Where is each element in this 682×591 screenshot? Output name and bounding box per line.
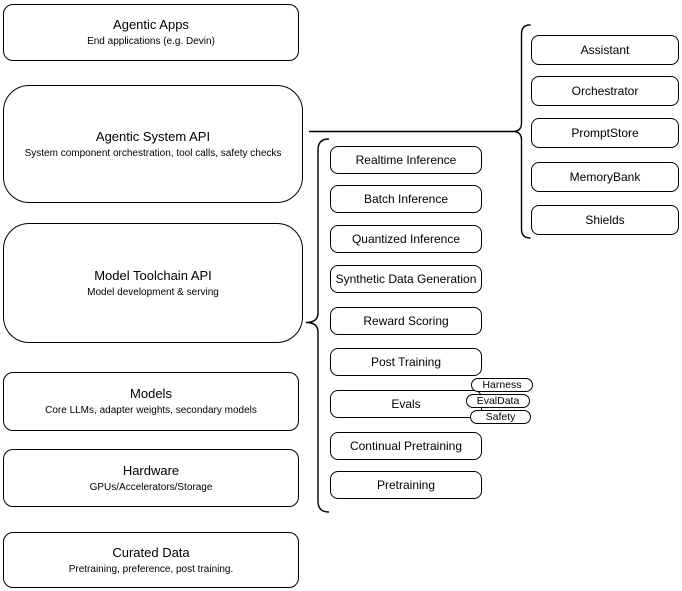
- tag-evaldata: EvalData: [466, 394, 530, 408]
- node-memorybank: MemoryBank: [531, 162, 679, 192]
- node-label: Shields: [585, 213, 625, 227]
- node-reward-scoring: Reward Scoring: [330, 307, 482, 335]
- node-label: Assistant: [580, 43, 630, 57]
- node-models: Models Core LLMs, adapter weights, secon…: [3, 372, 299, 431]
- node-label: Continual Pretraining: [349, 439, 463, 453]
- node-label: Orchestrator: [571, 84, 639, 98]
- node-subtitle: End applications (e.g. Devin): [87, 36, 215, 47]
- node-post-training: Post Training: [330, 348, 482, 376]
- brace-system-group: [512, 24, 531, 239]
- node-subtitle: GPUs/Accelerators/Storage: [89, 481, 213, 493]
- node-agentic-apps: Agentic Apps End applications (e.g. Devi…: [3, 4, 299, 61]
- node-title: Hardware: [122, 462, 180, 478]
- brace-toolchain-group: [305, 138, 330, 513]
- node-evals: Evals: [330, 390, 482, 418]
- node-agentic-system-api: Agentic System API System component orch…: [3, 85, 303, 203]
- node-continual-pretraining: Continual Pretraining: [330, 432, 482, 460]
- node-label: MemoryBank: [569, 170, 641, 184]
- tag-safety: Safety: [470, 410, 531, 424]
- node-title: Agentic Apps: [113, 17, 189, 32]
- node-label: Synthetic Data Generation: [335, 272, 477, 286]
- tag-harness: Harness: [471, 378, 533, 392]
- node-pretraining: Pretraining: [330, 471, 482, 499]
- node-shields: Shields: [531, 205, 679, 235]
- node-promptstore: PromptStore: [531, 118, 679, 148]
- node-label: Post Training: [370, 355, 442, 369]
- node-orchestrator: Orchestrator: [531, 76, 679, 106]
- tag-label: Harness: [482, 379, 522, 391]
- node-title: Models: [130, 386, 172, 401]
- node-quantized-inference: Quantized Inference: [330, 225, 482, 253]
- node-title: Model Toolchain API: [94, 267, 212, 283]
- node-model-toolchain-api: Model Toolchain API Model development & …: [3, 223, 303, 343]
- node-assistant: Assistant: [531, 35, 679, 65]
- node-label: Quantized Inference: [351, 232, 461, 246]
- node-subtitle: Core LLMs, adapter weights, secondary mo…: [45, 405, 257, 416]
- node-label: Reward Scoring: [363, 314, 449, 328]
- node-label: PromptStore: [571, 126, 639, 140]
- node-subtitle: System component orchestration, tool cal…: [24, 147, 282, 159]
- node-subtitle: Model development & serving: [87, 286, 219, 298]
- node-subtitle: Pretraining, preference, post training.: [68, 563, 234, 575]
- node-realtime-inference: Realtime Inference: [330, 146, 482, 174]
- node-label: Realtime Inference: [355, 153, 457, 167]
- node-title: Curated Data: [112, 544, 190, 560]
- node-title: Agentic System API: [95, 128, 211, 144]
- tag-label: Safety: [485, 411, 516, 423]
- node-label: Batch Inference: [363, 192, 449, 206]
- node-label: Pretraining: [376, 478, 436, 492]
- node-batch-inference: Batch Inference: [330, 185, 482, 213]
- tag-label: EvalData: [476, 395, 520, 407]
- node-label: Evals: [391, 397, 421, 411]
- node-synthetic-data-generation: Synthetic Data Generation: [330, 265, 482, 293]
- node-curated-data: Curated Data Pretraining, preference, po…: [3, 532, 299, 588]
- node-hardware: Hardware GPUs/Accelerators/Storage: [3, 449, 299, 507]
